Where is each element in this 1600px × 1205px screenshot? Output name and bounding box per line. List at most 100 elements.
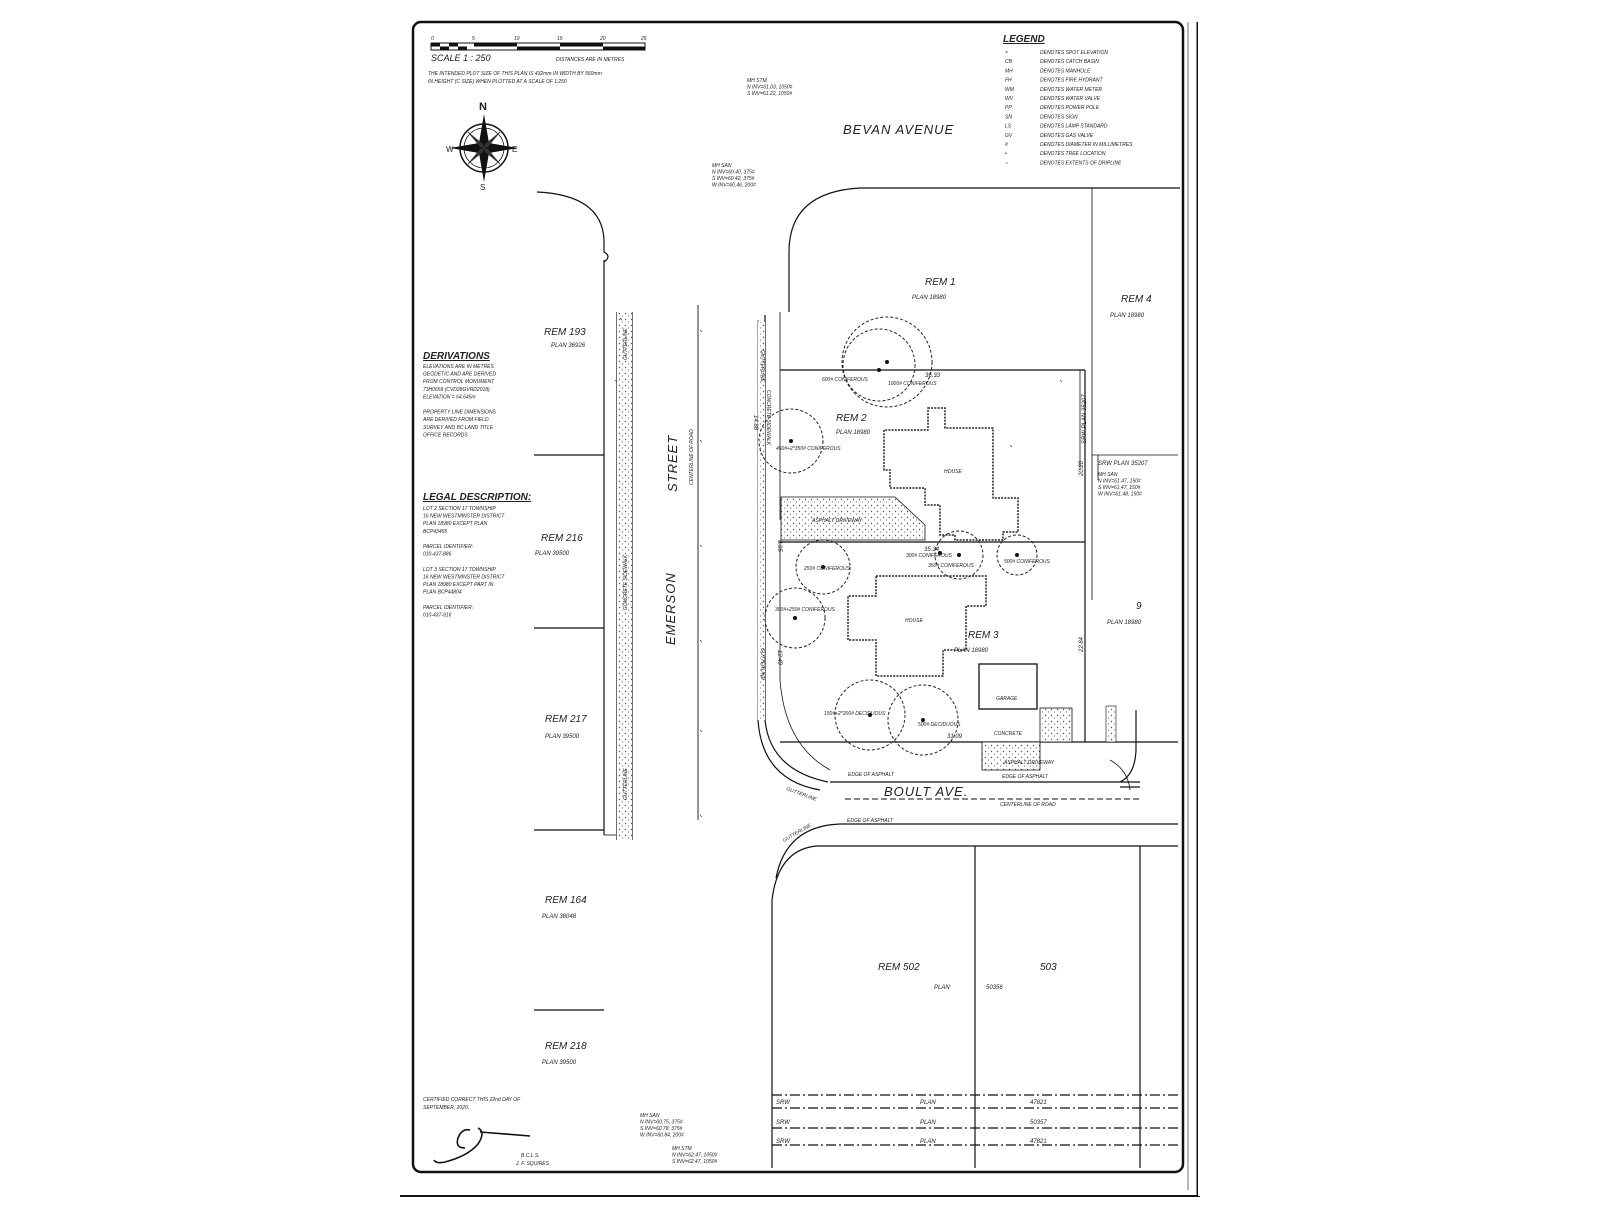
scale-tick-10: 10 [514, 36, 520, 42]
scale-tick-25: 25 [640, 36, 647, 42]
lot-9-plan: PLAN 18980 [1107, 620, 1142, 626]
cert-name: J. F. SQUIRES [515, 1161, 550, 1167]
legend-symbol: ○ [1005, 160, 1008, 166]
srw-row-3-c: 47821 [1030, 1139, 1047, 1145]
legal-line: 16 NEW WESTMINSTER DISTRICT [423, 574, 505, 580]
scale-tick-0: 0 [431, 36, 434, 42]
house-north-label: HOUSE [944, 469, 962, 475]
invert-line: N INV=61.47, 150# [1098, 479, 1141, 485]
scale-bar: 0 5 10 15 20 25 SCALE 1 : 250 DISTANCES … [428, 36, 647, 85]
lot-rem-218-plan: PLAN 39500 [542, 1060, 577, 1066]
legend-symbol: FH [1005, 78, 1012, 84]
legend-item-text: DENOTES TREE LOCATION [1040, 151, 1106, 157]
derivations-line: ARE DERIVED FROM FIELD [422, 417, 489, 423]
gutterline-east-top: GUTTERLINE [759, 350, 765, 382]
garage-footprint [978, 663, 1038, 710]
legend-item-text: DENOTES EXTENTS OF DRIPLINE [1040, 160, 1122, 166]
derivations-line: PROPERTY LINE DIMENSIONS [423, 410, 497, 416]
invert-line: W INV=60.46, 200# [712, 183, 756, 189]
garage-label: GARAGE [996, 696, 1018, 702]
derivations-line: SURVEY AND BC LAND TITLE [423, 425, 494, 431]
lot-rem-502-plan: PLAN [934, 985, 950, 991]
centerline-boult: CENTERLINE OF ROAD [1000, 802, 1056, 808]
invert-line: S INV=61.47, 150# [1098, 485, 1141, 491]
invert-line: S INV=62.47, 1050# [672, 1159, 717, 1165]
asphalt-driveway-north-label: ASPHALT DRIVEWAY [811, 518, 863, 524]
legend-symbol: LS [1005, 124, 1012, 130]
dim-20-20: 20.20 [1079, 460, 1085, 477]
invert-line: N INV=60.40, 375# [712, 170, 755, 176]
srw-row-1-b: PLAN [920, 1100, 936, 1106]
lot-rem-3: REM 3 [968, 630, 999, 641]
legend-symbol: GV [1005, 133, 1013, 139]
house-south-footprint [847, 575, 987, 677]
srw-row-3-b: PLAN [920, 1139, 936, 1145]
concrete-label: CONCRETE [994, 731, 1023, 737]
tree-350-coniferous: 350# CONIFEROUS [928, 563, 975, 569]
scale-label: SCALE 1 : 250 [431, 53, 491, 63]
lot-rem-216: REM 216 [541, 533, 583, 544]
tree-600-coniferous: 600# CONIFEROUS [822, 377, 869, 383]
legal-line: 010-437-886 [423, 552, 452, 558]
srw-row-3-a: SRW [776, 1139, 791, 1145]
lot-rem-4-plan: PLAN 18980 [1110, 313, 1145, 319]
cert-bcls: B.C.L.S. [521, 1153, 540, 1159]
legend-title: LEGEND [1003, 34, 1045, 45]
lot-503-plan: 50356 [986, 985, 1003, 991]
house-south-label: HOUSE [905, 618, 923, 624]
legend-item-text: DENOTES FIRE HYDRANT [1040, 78, 1103, 84]
invert-line: W INV=60.84, 200# [640, 1133, 684, 1139]
north-arrow-icon: N E S W [446, 101, 518, 192]
legend-item-text: DENOTES LAMP STANDARD [1040, 124, 1108, 130]
lot-rem-502: REM 502 [878, 962, 920, 973]
invert-line: N INV=61.03, 1050# [747, 85, 793, 91]
tree-250-coniferous: 250# CONIFEROUS [803, 566, 851, 572]
lot-rem-1: REM 1 [925, 277, 956, 288]
legal-line: BCP43455 [423, 529, 447, 535]
lot-rem-193-plan: PLAN 36926 [551, 343, 586, 349]
tree-driplines [758, 316, 1038, 756]
emerson-label: EMERSON [663, 572, 678, 645]
dim-14-88: 14.88 [752, 415, 758, 431]
east-concrete-sidewalk [758, 322, 765, 720]
lot-rem-2-plan: PLAN 18980 [836, 430, 871, 436]
compass-north: N [479, 101, 487, 113]
derivations-line: 73H0659 (CVD28GVRD2018) [423, 387, 490, 393]
legal-line: PLAN 18980 EXCEPT PART IN [423, 582, 494, 588]
legal-line: PARCEL IDENTIFIER: [423, 544, 474, 550]
legal-line: LOT 2 SECTION 17 TOWNSHIP [423, 506, 496, 512]
lot-rem-4: REM 4 [1121, 294, 1152, 305]
lot-9: 9 [1136, 601, 1142, 612]
dim-12-49: 12.49 [776, 650, 782, 666]
spot-elevations [614, 317, 1063, 818]
legal-line: PARCEL IDENTIFIER: [423, 605, 474, 611]
srw-plan-label: SRW PLAN 35207 [1098, 461, 1148, 467]
derivations-line: OFFICE RECORDS [423, 432, 468, 438]
legal-title: LEGAL DESCRIPTION: [423, 492, 531, 503]
legend-item-text: DENOTES WATER METER [1040, 87, 1102, 93]
units-note: DISTANCES ARE IN METRES [556, 57, 625, 63]
edge-of-asphalt-3: EDGE OF ASPHALT [847, 818, 894, 824]
derivations-line: GEODETIC AND ARE DERIVED [423, 372, 496, 378]
derivations-line: ELEVATION = 64.645m [423, 394, 476, 400]
dim-36-33: 36.33 [925, 373, 941, 379]
legend-item-text: DENOTES WATER VALVE [1040, 96, 1101, 102]
legend-item-text: DENOTES DIAMETER IN MILLIMETRES [1040, 142, 1133, 148]
srw-row-1-a: SRW [776, 1100, 791, 1106]
asphalt-driveway-south [981, 741, 1041, 771]
lot-rem-164: REM 164 [545, 895, 587, 906]
gutterline-west-top: GUTTERLINE [623, 328, 629, 360]
legend-symbol: • [1005, 151, 1007, 157]
plan-annotations: BEVAN AVENUE EMERSON STREET BOULT AVE. R… [423, 78, 1152, 1167]
legal-line: PLAN BCP44804 [423, 590, 462, 596]
dim-3-95: 3.95 [776, 540, 782, 552]
srw-row-2-c: 50357 [1030, 1120, 1047, 1126]
lot-rem-217: REM 217 [545, 714, 587, 725]
legend-item-text: DENOTES MANHOLE [1040, 68, 1091, 74]
